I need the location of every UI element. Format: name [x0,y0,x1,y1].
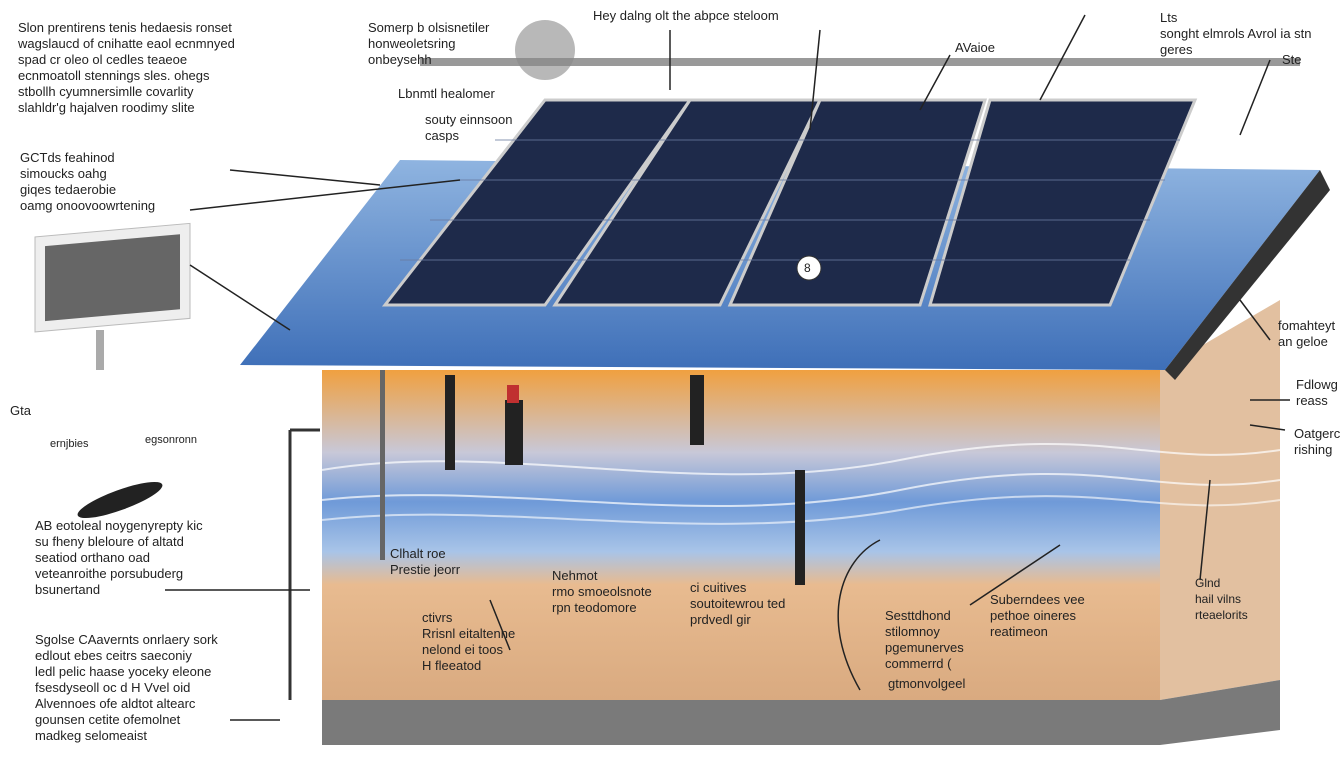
label-lamp: Lbnmtl healomer [398,86,495,101]
label-bottom-5: Sesttdhond stilomnoy pgemunerves commerr… [885,608,964,671]
label-left-lower: AB eotoleal noygenyrepty kic su fheny bl… [35,518,203,597]
number-badge-circle [796,255,822,281]
label-top-center: Hey dalng olt the abpce steloom [593,8,779,23]
label-left-c: egsonronn [145,434,197,446]
label-right-b: Fdlowg reass [1296,377,1338,408]
label-bottom-4: ci cuitives soutoitewrou ted prdvedl gir [690,580,786,627]
label-top-right-sub: Ste [1282,52,1302,67]
label-top-left: Slon prentirens tenis hedaesis ronset wa… [18,20,235,115]
label-bottom-1: Clhalt roe Prestie jeorr [390,546,461,577]
probes [77,370,805,700]
label-bottom-7: gtmonvolgeel [888,676,966,691]
label-left-b: ernjbies [50,438,89,450]
label-left-mid: GCTds feahinod simoucks oahg giqes tedae… [20,150,156,213]
label-right-d: Glnd hail vilns rteaelorits [1195,576,1248,622]
label-bottom-3: ctivrs Rrisnl eitaltenne nelond ei toos … [422,610,516,673]
leader-lines [165,14,1290,721]
label-center-small: souty einnsoon casps [425,112,513,143]
solar-panels [381,98,1198,307]
label-top-right: Lts songht elmrols Avrol ia stn geres [1160,10,1312,57]
sun-icon [515,20,575,80]
label-roof: AVaioe [955,40,995,55]
label-top-center-left: Somerp b olsisnetiler honweoletsring onb… [368,20,490,67]
label-right-a: fomahteyt an geloe [1278,318,1336,349]
label-bottom-left: Sgolse CAavernts onrlaery sork edlout eb… [35,632,218,743]
standalone-solar-panel [34,222,191,370]
house-cross-section [321,300,1281,745]
label-bottom-6: Suberndees vee pethoe oineres reatimeon [990,592,1085,639]
number-badge: 8 [804,261,811,275]
label-bottom-2: Nehmot rmo smoeolsnote rpn teodomore [552,568,652,615]
label-left-a: Gta [10,403,31,418]
label-right-c: Oatgerc rishing [1294,426,1341,457]
